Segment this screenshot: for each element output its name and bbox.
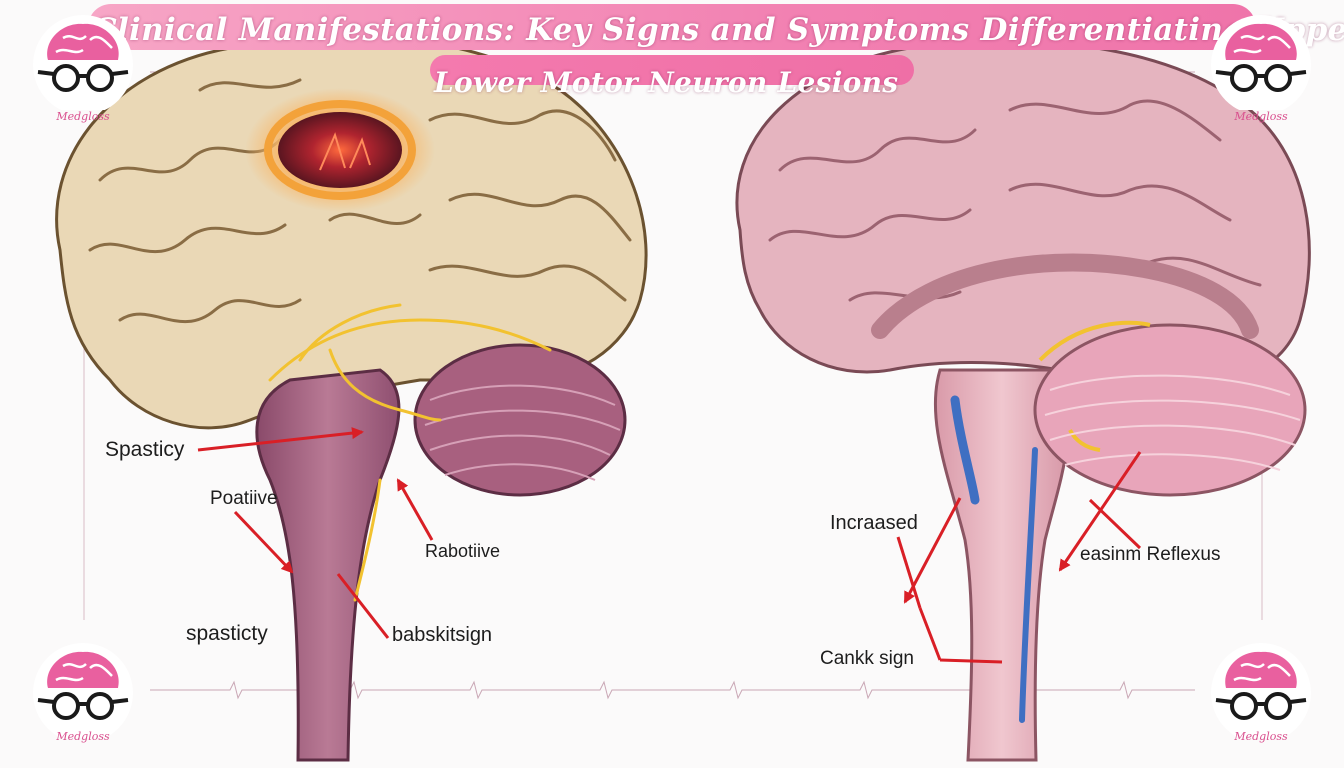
left-brain [55,35,648,762]
label-easinm-reflexus: easinm Reflexus [1080,544,1221,565]
right-brain [735,39,1311,762]
logo-top-left: Medgloss [28,10,138,130]
brain-glasses-icon [33,15,133,115]
arrow-cankk-sign [918,607,942,661]
arrow-poatiive [233,510,294,574]
title-banner [88,4,1256,50]
title-line-2: Lower Motor Neuron Lesions [434,66,899,99]
brain-glasses-icon [1211,15,1311,115]
arrow-reflexus-2 [1088,498,1142,550]
label-poatiive: Poatiive [210,488,278,509]
logo-bottom-right: Medgloss [1206,638,1316,758]
label-incraased: Incraased [830,512,918,534]
label-spasticy: Spasticy [105,438,185,461]
brain-glasses-icon [33,643,133,743]
label-rabotiive: Rabotiive [425,541,501,561]
logo-brand: Medgloss [56,110,110,123]
title-line-1: Clinical Manifestations: Key Signs and S… [92,12,1344,48]
label-spasticty: spasticty [186,622,268,645]
arrow-cankk-sign-h [939,658,1003,664]
logo-brand: Medgloss [56,730,110,743]
logo-bottom-left: Medgloss [28,638,138,758]
logo-brand: Medgloss [1234,730,1288,743]
logo-top-right: Medgloss [1206,10,1316,130]
label-cankk-sign: Cankk sign [820,648,914,669]
arrow-incraased [896,536,922,609]
title-banner-line2 [430,55,914,85]
logo-brand: Medgloss [1234,110,1288,123]
arrow-babskit-sign [336,573,390,639]
brain-glasses-icon [1211,643,1311,743]
label-babskit-sign: babskitsign [392,624,493,646]
arrow-rabotiive [396,478,434,541]
arrow-incraased-2 [903,497,962,604]
arrow-spasticy [197,427,364,452]
